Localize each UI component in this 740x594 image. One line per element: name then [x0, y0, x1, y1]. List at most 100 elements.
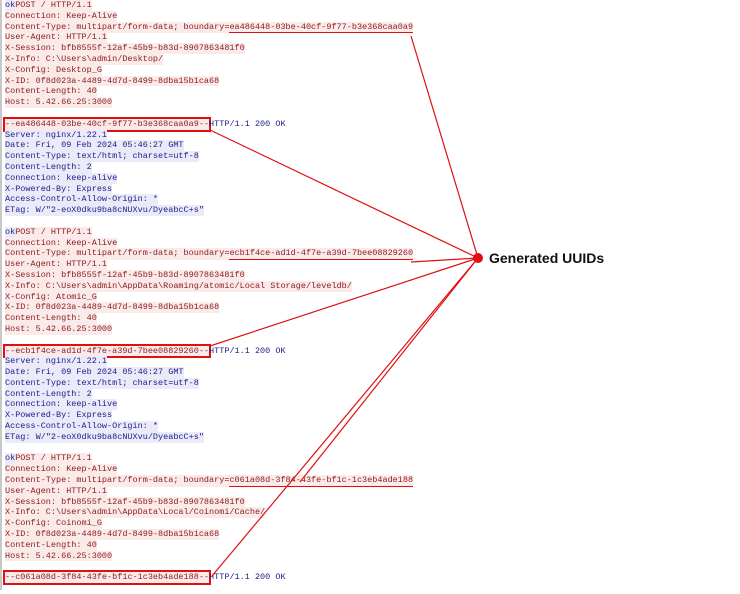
response-header-text: Content-Length: 2	[5, 388, 92, 400]
content-type-line: Content-Type: multipart/form-data; bound…	[5, 21, 465, 34]
ok-prefix: ok	[5, 453, 16, 465]
boundary-highlight: --c061a08d-3f84-43fe-bf1c-1c3eb4ade188--	[2, 570, 212, 585]
header-line: User-Agent: HTTP/1.1	[5, 259, 465, 270]
content-type-line: Content-Type: multipart/form-data; bound…	[5, 475, 465, 487]
header-text: Connection: Keep-Alive	[5, 237, 118, 249]
content-type-prefix: Content-Type: multipart/form-data; bound…	[5, 475, 230, 486]
boundary-uuid: ea486448-03be-40cf-9f77-b3e368caa0a9	[229, 21, 414, 34]
request-line: okPOST / HTTP/1.1	[5, 0, 465, 11]
response-header-line: Content-Length: 2	[5, 388, 465, 400]
header-text: Host: 5.42.66.25:3000	[5, 550, 113, 562]
response-header-line: Date: Fri, 09 Feb 2024 05:46:27 GMT	[5, 367, 465, 378]
header-line: Host: 5.42.66.25:3000	[5, 97, 465, 108]
header-text: X-Config: Desktop_G	[5, 64, 102, 76]
header-text: X-Session: bfb8555f-12af-45b9-b83d-89078…	[5, 43, 245, 54]
header-text: X-Info: C:\Users\admin\AppData\Roaming/a…	[5, 280, 352, 292]
blank-line	[5, 335, 465, 346]
response-header-text: ETag: W/"2-eoX0dku9ba8cNUXvu/DyeabcC+s"	[5, 431, 204, 443]
header-text: X-Info: C:\Users\admin/Desktop/	[5, 53, 164, 65]
header-text: X-ID: 0f8d023a-4489-4d7d-8499-8dba15b1ca…	[5, 302, 220, 314]
response-header-line: ETag: W/"2-eoX0dku9ba8cNUXvu/DyeabcC+s"	[5, 431, 465, 443]
response-header-text: Server: nginx/1.22.1	[5, 129, 108, 141]
header-line: Connection: Keep-Alive	[5, 464, 465, 476]
header-text: Content-Length: 40	[5, 313, 97, 324]
request-method: POST / HTTP/1.1	[15, 453, 92, 464]
response-header-line: ETag: W/"2-eoX0dku9ba8cNUXvu/DyeabcC+s"	[5, 205, 465, 216]
boundary-line: --c061a08d-3f84-43fe-bf1c-1c3eb4ade188--…	[2, 570, 465, 585]
request-line-text: okPOST / HTTP/1.1	[5, 226, 92, 238]
response-status: HTTP/1.1 200 OK	[209, 118, 286, 129]
content-type-prefix: Content-Type: multipart/form-data; bound…	[5, 248, 230, 259]
boundary-line: --ea486448-03be-40cf-9f77-b3e368caa0a9--…	[2, 116, 465, 132]
response-header-text: Content-Type: text/html; charset=utf-8	[5, 377, 199, 389]
response-header-text: X-Powered-By: Express	[5, 183, 113, 195]
header-text: X-Session: bfb8555f-12af-45b9-b83d-89078…	[5, 496, 245, 508]
header-text: X-ID: 0f8d023a-4489-4d7d-8499-8dba15b1ca…	[5, 75, 220, 87]
ok-prefix: ok	[5, 226, 16, 238]
header-line: X-Info: C:\Users\admin\AppData\Local/Coi…	[5, 507, 465, 519]
response-header-text: Connection: keep-alive	[5, 399, 118, 411]
header-line: User-Agent: HTTP/1.1	[5, 32, 465, 44]
header-line: Content-Length: 40	[5, 313, 465, 324]
response-header-line: Content-Length: 2	[5, 161, 465, 173]
request-method: POST / HTTP/1.1	[15, 0, 92, 10]
header-line: X-Config: Coinomi_G	[5, 518, 465, 530]
response-header-line: X-Powered-By: Express	[5, 183, 465, 195]
header-text: Connection: Keep-Alive	[5, 464, 118, 476]
header-text: User-Agent: HTTP/1.1	[5, 485, 108, 497]
response-header-line: Date: Fri, 09 Feb 2024 05:46:27 GMT	[5, 140, 465, 152]
response-header-line: Server: nginx/1.22.1	[5, 129, 465, 141]
boundary-uuid: ecb1f4ce-ad1d-4f7e-a39d-7bee08829260	[229, 248, 414, 261]
boundary-uuid: c061a08d-3f84-43fe-bf1c-1c3eb4ade188	[229, 475, 414, 487]
response-header-text: Content-Type: text/html; charset=utf-8	[5, 151, 199, 162]
response-header-line: Connection: keep-alive	[5, 399, 465, 411]
header-text: X-Config: Coinomi_G	[5, 518, 102, 530]
header-line: X-Session: bfb8555f-12af-45b9-b83d-89078…	[5, 269, 465, 281]
response-header-text: ETag: W/"2-eoX0dku9ba8cNUXvu/DyeabcC+s"	[5, 205, 204, 216]
response-header-line: Content-Type: text/html; charset=utf-8	[5, 151, 465, 162]
header-line: X-Info: C:\Users\admin\AppData\Roaming/a…	[5, 280, 465, 292]
response-status: HTTP/1.1 200 OK	[209, 572, 286, 583]
response-header-line: Content-Type: text/html; charset=utf-8	[5, 377, 465, 389]
header-text: User-Agent: HTTP/1.1	[5, 259, 108, 270]
blank-line	[5, 561, 465, 572]
annotation-dot	[473, 253, 483, 263]
header-text: Host: 5.42.66.25:3000	[5, 323, 113, 335]
header-text: Content-Length: 40	[5, 539, 97, 551]
response-status: HTTP/1.1 200 OK	[209, 345, 286, 356]
response-header-line: Connection: keep-alive	[5, 172, 465, 184]
header-line: X-Info: C:\Users\admin/Desktop/	[5, 53, 465, 65]
header-line: X-Session: bfb8555f-12af-45b9-b83d-89078…	[5, 496, 465, 508]
annotation-label: Generated UUIDs	[489, 250, 605, 266]
header-text: Host: 5.42.66.25:3000	[5, 97, 113, 108]
content-type-line: Content-Type: multipart/form-data; bound…	[5, 248, 465, 261]
ok-prefix: ok	[5, 0, 16, 11]
header-line: X-Config: Atomic_G	[5, 291, 465, 303]
response-header-text: Date: Fri, 09 Feb 2024 05:46:27 GMT	[5, 140, 184, 152]
header-line: Host: 5.42.66.25:3000	[5, 323, 465, 335]
header-line: X-Config: Desktop_G	[5, 64, 465, 76]
header-text: Content-Length: 40	[5, 86, 97, 98]
boundary-highlight: --ecb1f4ce-ad1d-4f7e-a39d-7bee08829260--	[2, 343, 212, 359]
response-header-text: Access-Control-Allow-Origin: *	[5, 421, 159, 432]
header-line: Connection: Keep-Alive	[5, 10, 465, 22]
boundary-highlight: --ea486448-03be-40cf-9f77-b3e368caa0a9--	[2, 116, 212, 132]
request-method: POST / HTTP/1.1	[15, 226, 92, 237]
response-header-text: X-Powered-By: Express	[5, 410, 113, 422]
boundary-line: --ecb1f4ce-ad1d-4f7e-a39d-7bee08829260--…	[2, 343, 465, 359]
header-text: User-Agent: HTTP/1.1	[5, 32, 108, 44]
header-line: Connection: Keep-Alive	[5, 237, 465, 249]
header-line: X-ID: 0f8d023a-4489-4d7d-8499-8dba15b1ca…	[5, 302, 465, 314]
blank-line	[5, 108, 465, 119]
blank-line	[5, 443, 465, 454]
response-header-line: Access-Control-Allow-Origin: *	[5, 421, 465, 432]
header-line: User-Agent: HTTP/1.1	[5, 485, 465, 497]
response-header-text: Access-Control-Allow-Origin: *	[5, 194, 159, 206]
request-line-text: okPOST / HTTP/1.1	[5, 0, 92, 11]
response-header-text: Connection: keep-alive	[5, 172, 118, 184]
response-header-text: Server: nginx/1.22.1	[5, 356, 108, 368]
header-text: X-Info: C:\Users\admin\AppData\Local/Coi…	[5, 507, 266, 519]
request-line: okPOST / HTTP/1.1	[5, 226, 465, 238]
header-line: Content-Length: 40	[5, 539, 465, 551]
